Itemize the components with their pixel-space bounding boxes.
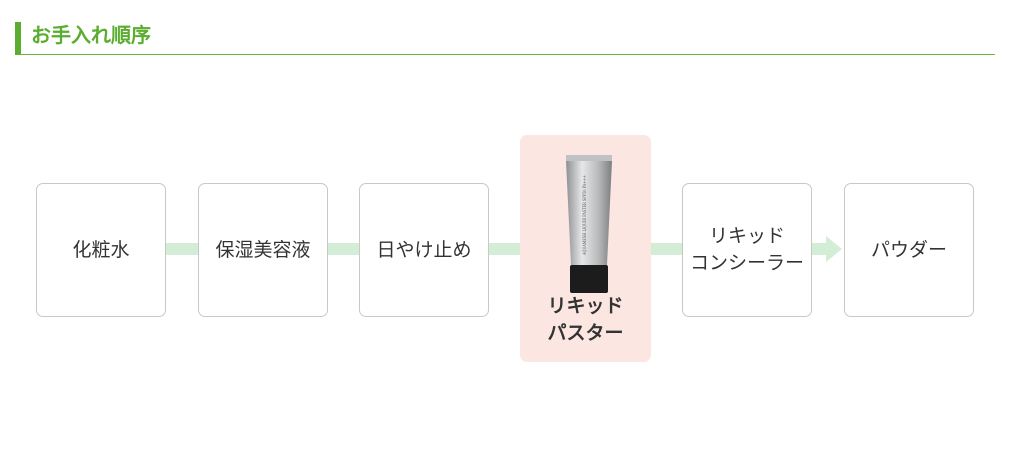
step-serum: 保湿美容液	[198, 183, 328, 317]
step-label: パウダー	[870, 238, 947, 261]
step-lotion: 化粧水	[36, 183, 166, 317]
product-tube-image: AQUAMESH LIQUID PASTER SPF50 PA+++	[566, 155, 612, 293]
arrow-right-icon	[826, 236, 842, 262]
connector	[328, 243, 359, 255]
step-label-line1: リキッド	[547, 295, 624, 317]
step-label-line2: パスター	[547, 322, 624, 344]
step-label: 保湿美容液	[215, 238, 311, 261]
step-label-line1: リキッド	[708, 225, 785, 247]
step-liquid-concealer: リキッドコンシーラー	[682, 183, 812, 317]
product-image-text: AQUAMESH LIQUID PASTER SPF50 PA+++	[582, 175, 588, 256]
connector	[489, 243, 520, 255]
step-label: 日やけ止め	[376, 238, 472, 261]
section-title: お手入れ順序	[15, 22, 995, 55]
step-liquid-paster-current: AQUAMESH LIQUID PASTER SPF50 PA+++ リキッドパ…	[520, 135, 651, 362]
step-powder: パウダー	[844, 183, 974, 317]
arrow-connector	[812, 243, 828, 255]
connector	[166, 243, 198, 255]
step-label-line2: コンシーラー	[689, 252, 804, 274]
step-sunscreen: 日やけ止め	[359, 183, 489, 317]
connector	[651, 243, 682, 255]
step-label: 化粧水	[72, 238, 130, 261]
